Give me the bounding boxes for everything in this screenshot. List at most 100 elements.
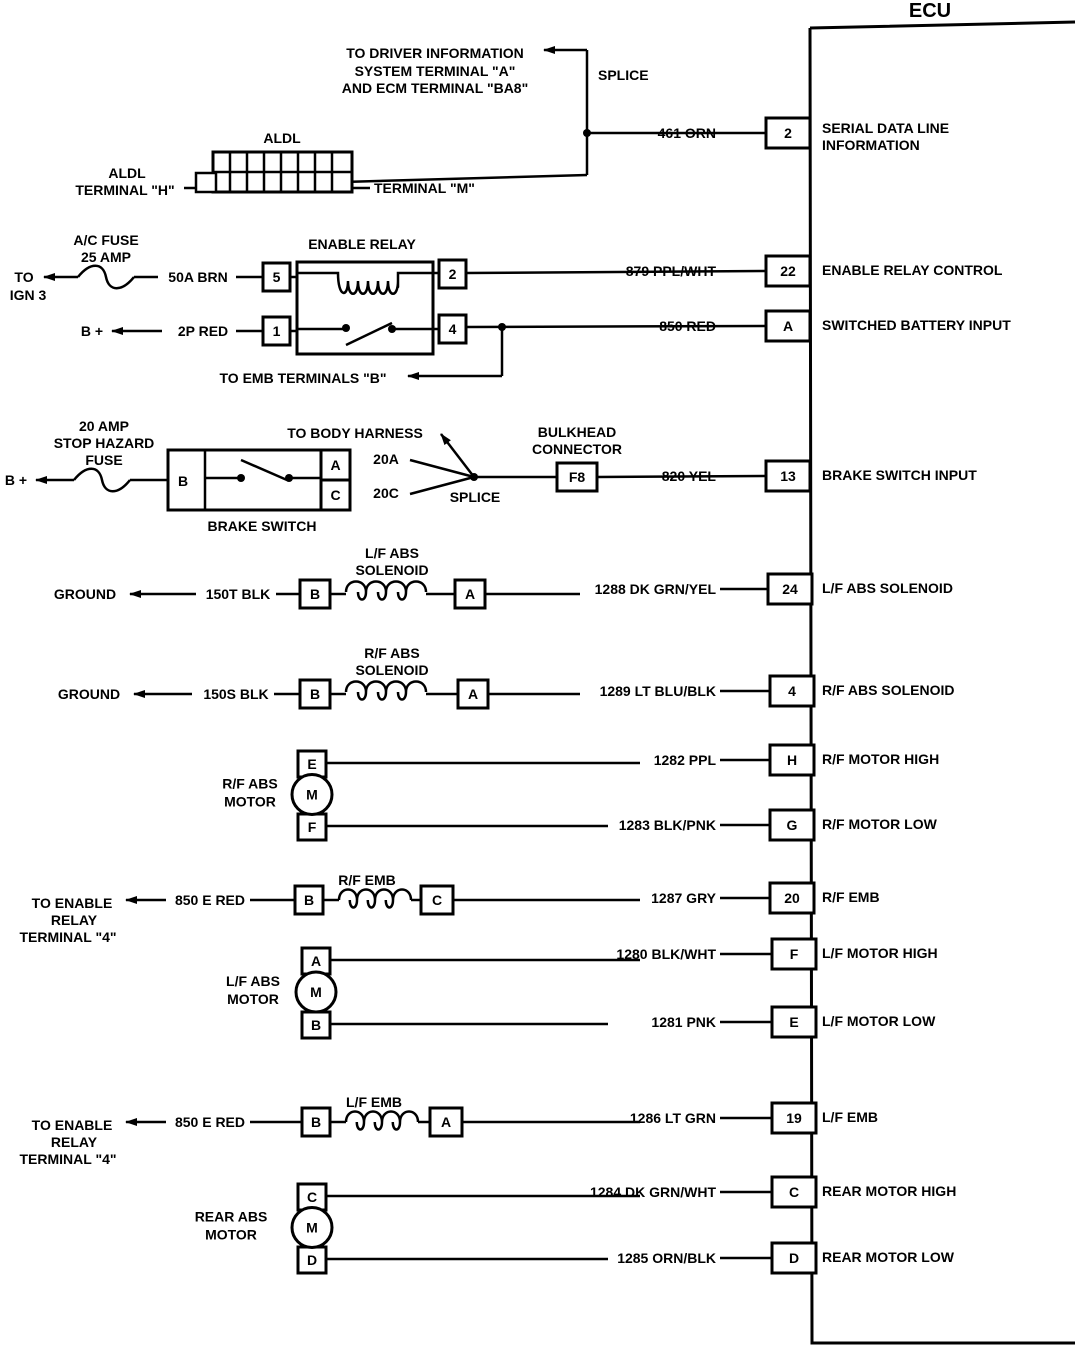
ecu-terminal-desc: R/F MOTOR HIGH — [822, 751, 939, 767]
rf-emb-coil-icon — [337, 888, 413, 909]
ecu-terminal-desc: REAR MOTOR HIGH — [822, 1183, 956, 1199]
ecu-terminal-20-label: 20 — [784, 890, 800, 906]
relay-pin-group: 5 1 2 4 — [261, 258, 468, 347]
brake-switch-section: 20 AMP STOP HAZARD FUSE B + BRAKE SWITCH… — [5, 418, 767, 534]
rf-emb-wire-label: 850 E RED — [175, 892, 245, 908]
rf-motor-pin-top-label: E — [307, 756, 316, 772]
relay-coil-icon — [297, 271, 433, 295]
brake-pin-c-label: C — [330, 487, 340, 503]
ecu-terminal-13-label: 13 — [780, 468, 796, 484]
lf-motor-icon — [294, 970, 338, 1014]
lf-motor-m-label: M — [310, 984, 322, 1000]
rf-emb-pin-left-label: B — [304, 892, 314, 908]
ecu-terminal-desc: L/F ABS SOLENOID — [822, 580, 953, 596]
enable-relay-section: A/C FUSE 25 AMP TO IGN 3 50A BRN B + 2P … — [10, 232, 767, 386]
ecu-terminal-d: D — [770, 1241, 818, 1275]
relay-pin-4: 4 — [437, 313, 468, 345]
ac-fuse-label-1: A/C FUSE — [73, 232, 138, 248]
lf-motor-title-1: L/F ABS — [226, 973, 280, 989]
rf-emb-title: R/F EMB — [338, 872, 396, 888]
relay-pin-5-label: 5 — [273, 269, 281, 285]
lf-emb-to-label-1: TO ENABLE — [32, 1117, 113, 1133]
rf-motor-title-2: MOTOR — [224, 794, 276, 810]
brake-bplus-label: B + — [5, 472, 27, 488]
rf-motor-m-label: M — [306, 787, 318, 803]
ecu-terminal-e: E — [770, 1005, 818, 1039]
wire-20c-label: 20C — [373, 485, 399, 501]
aldl-splice-label: SPLICE — [598, 67, 649, 83]
lf-emb-pin-left: B — [300, 1106, 332, 1138]
to-body-arrow — [440, 433, 475, 478]
ecu-terminal-19-label: 19 — [786, 1110, 802, 1126]
lf-emb-to-label-3: TERMINAL "4" — [19, 1151, 116, 1167]
ecu-terminal-19: 19 — [770, 1101, 818, 1135]
ecu-terminal-2: 2 — [764, 116, 812, 150]
aldl-connector — [194, 150, 354, 194]
aldl-title: ALDL — [263, 130, 301, 146]
rf-solenoid-ground-label: GROUND — [58, 686, 120, 702]
ecu-terminal-desc: L/F MOTOR HIGH — [822, 945, 938, 961]
wire-label: 1282 PPL — [654, 752, 717, 768]
rf-emb-pin-right-label: C — [432, 892, 442, 908]
ecu-terminal-desc: L/F MOTOR LOW — [822, 1013, 936, 1029]
ecu-terminal-desc: REAR MOTOR LOW — [822, 1249, 955, 1265]
wire-50a-label: 50A BRN — [168, 269, 227, 285]
ecu-terminal-a: A — [764, 309, 812, 343]
rf-emb-to-label-1: TO ENABLE — [32, 895, 113, 911]
relay-pin-2-label: 2 — [449, 266, 457, 282]
bulkhead-connector — [555, 461, 599, 493]
ecu-terminal-13: 13 — [764, 459, 812, 493]
wire-label: 1281 PNK — [651, 1014, 716, 1030]
lf-emb-pin-left-label: B — [311, 1114, 321, 1130]
enable-relay-body — [295, 260, 435, 356]
ecu-terminal-4-label: 4 — [788, 683, 796, 699]
wire-label: 1289 LT BLU/BLK — [600, 683, 716, 699]
driver-info-label-2: SYSTEM TERMINAL "A" — [355, 63, 516, 79]
rf-motor-pin-bottom: F — [296, 812, 328, 842]
lf-emb-coil-icon — [344, 1110, 420, 1131]
ecu-terminal-24: 24 — [766, 572, 814, 606]
wire-879 — [465, 269, 767, 275]
wire-label: 1283 BLK/PNK — [619, 817, 716, 833]
rf-solenoid-title-2: SOLENOID — [355, 662, 428, 678]
lf-emb-to-label-2: RELAY — [51, 1134, 98, 1150]
wire-label: 1285 ORN/BLK — [617, 1250, 716, 1266]
aldl-terminal-m-label: TERMINAL "M" — [374, 180, 475, 196]
relay-pin-1: 1 — [261, 315, 292, 347]
lf-solenoid-title-2: SOLENOID — [355, 562, 428, 578]
ecu-terminal-desc: R/F EMB — [822, 889, 880, 905]
ecu-terminal-22-label: 22 — [780, 263, 796, 279]
rear-motor-title-1: REAR ABS — [195, 1209, 268, 1225]
lf-solenoid-pin-b-label: B — [310, 586, 320, 602]
wire-label: 1280 BLK/WHT — [616, 946, 716, 962]
ecu-housing: ECU — [808, 0, 1076, 1345]
rear-motor-pin-top-label: C — [307, 1189, 317, 1205]
rf-solenoid-title-1: R/F ABS — [364, 645, 419, 661]
rf-solenoid-pin-a-label: A — [468, 686, 478, 702]
wire-label: 1287 GRY — [651, 890, 717, 906]
ecu-terminal-h: H — [768, 743, 816, 777]
rf-solenoid-pin-b-label: B — [310, 686, 320, 702]
ecu-terminal-2-label: 2 — [784, 125, 792, 141]
wire-820 — [596, 474, 767, 479]
wire-label: 1288 DK GRN/YEL — [595, 581, 717, 597]
relay-bplus-label: B + — [81, 323, 103, 339]
ac-fuse-icon — [77, 264, 135, 290]
ecu-terminal-desc: INFORMATION — [822, 137, 920, 153]
ecu-terminal-20: 20 — [768, 881, 816, 915]
bulkhead-label-2: CONNECTOR — [532, 441, 622, 457]
wire-label: 1286 LT GRN — [630, 1110, 716, 1126]
ecu-terminal-desc: ENABLE RELAY CONTROL — [822, 262, 1003, 278]
aldl-terminal-h-label-2: TERMINAL "H" — [75, 182, 174, 198]
to-ign-label-2: IGN 3 — [10, 287, 47, 303]
lf-motor-pin-bottom: B — [300, 1010, 332, 1040]
stop-fuse-label-3: FUSE — [85, 452, 122, 468]
brake-switch-contact — [240, 458, 288, 482]
brake-pin-a: A — [319, 448, 352, 482]
lf-motor-pin-top-label: A — [311, 953, 321, 969]
ecu-terminal-d-label: D — [789, 1250, 799, 1266]
